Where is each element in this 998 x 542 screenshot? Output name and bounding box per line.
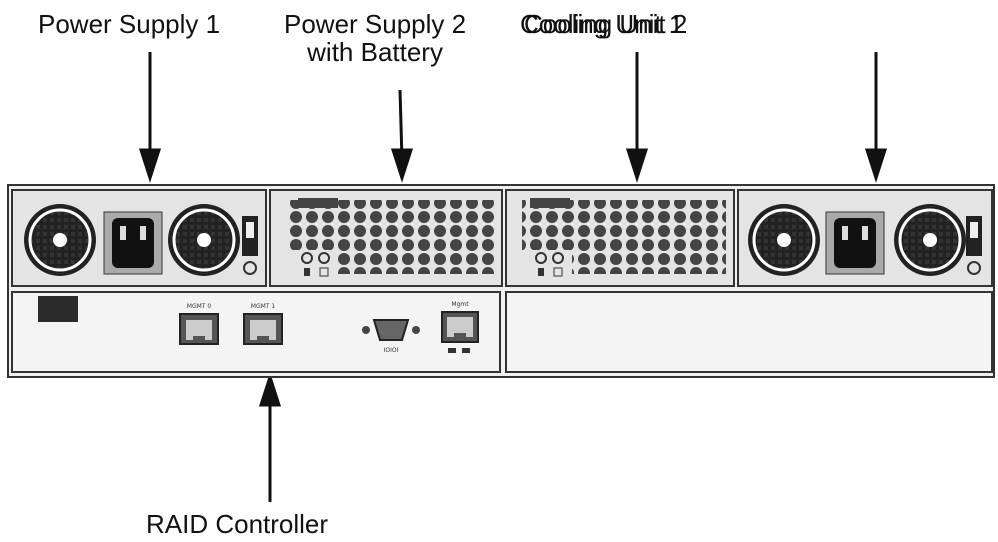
label-power-supply-2-line2: with Battery [307,37,443,67]
label-power-supply-2: Power Supply 2 with Battery [284,10,466,66]
mgmt-1-port-label: MGMT 1 [251,303,276,310]
label-power-supply-1: Power Supply 1 [38,9,221,39]
serial-port-label: IOIOI [384,347,399,354]
arrow-power-supply-1 [138,52,162,183]
cooling-unit-1-module [505,189,735,287]
power-supply-1-module [11,189,267,287]
arrow-cooling-unit-1 [625,52,649,183]
label-cooling-unit-1: Cooling Unit 1 [520,9,684,39]
network-port[interactable]: Mgmt [441,301,479,353]
arrow-cooling-unit-2 [864,52,888,183]
raid-controller-module: MGMT 0 MGMT 1 IOIOI Mgmt [11,291,501,373]
empty-controller-slot [505,291,993,373]
label-power-supply-2-line1: Power Supply 2 [284,9,467,39]
cooling-unit-2-module [737,189,993,287]
label-cooling-unit-2: Cooling Unit 2 [524,9,688,39]
serial-port[interactable]: IOIOI [362,319,420,354]
network-port-label: Mgmt [451,301,469,308]
mgmt-0-port-label: MGMT 0 [187,303,212,310]
arrow-power-supply-2 [390,89,414,183]
power-supply-2-module [269,189,503,287]
mgmt-1-port[interactable]: MGMT 1 [243,303,283,345]
label-raid-controller: RAID Controller [146,509,329,539]
arrow-raid-controller [258,372,282,502]
mgmt-0-port[interactable]: MGMT 0 [179,303,219,345]
